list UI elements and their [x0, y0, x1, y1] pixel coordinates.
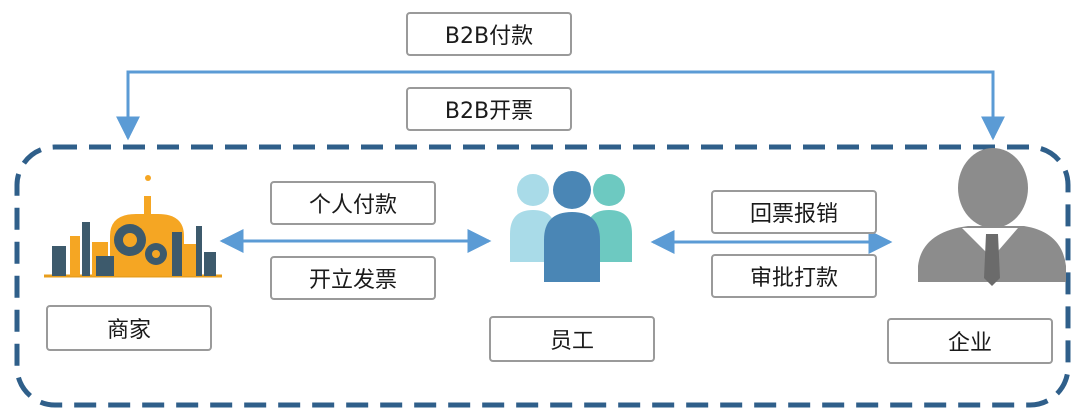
b2b-connector-line — [116, 70, 1005, 141]
factory-icon — [44, 175, 222, 278]
employees-icon — [510, 171, 632, 282]
merchant-node-label: 商家 — [46, 305, 212, 351]
enterprise-node-label: 企业 — [887, 318, 1053, 364]
issue-invoice-label: 开立发票 — [270, 256, 436, 300]
business-person-icon — [918, 148, 1066, 286]
approve-payment-label: 审批打款 — [711, 254, 877, 298]
b2b-invoice-label: B2B开票 — [406, 87, 572, 131]
dashed-enclosure — [14, 144, 1071, 408]
employee-node-label: 员工 — [489, 316, 655, 362]
personal-payment-label: 个人付款 — [270, 181, 436, 225]
reimburse-invoice-label: 回票报销 — [711, 190, 877, 234]
b2b-payment-label: B2B付款 — [406, 12, 572, 56]
